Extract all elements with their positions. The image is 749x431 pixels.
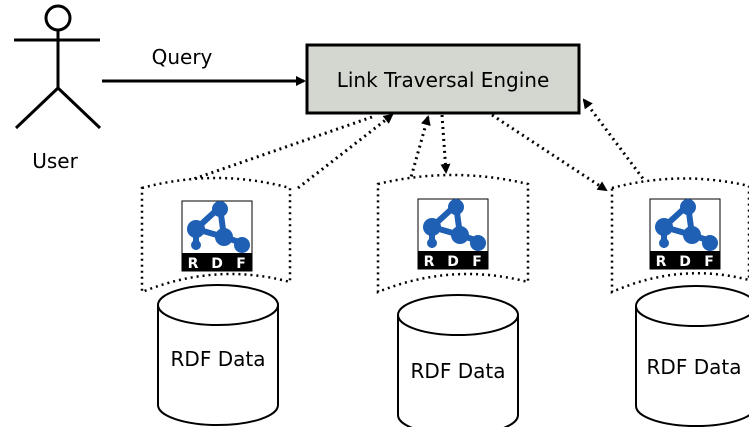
link-to-doc-1 bbox=[160, 115, 373, 193]
link-to-doc-2 bbox=[440, 114, 451, 174]
rdf-data-label-2: RDF Data bbox=[411, 359, 506, 383]
rdf-letter-r: R bbox=[656, 254, 667, 270]
rdf-source-3: R D F RDF Data bbox=[610, 177, 749, 427]
rdf-logo-icon: R D F bbox=[418, 199, 488, 270]
rdf-letter-r: R bbox=[188, 256, 199, 272]
rdf-logo-icon: R D F bbox=[182, 201, 252, 272]
rdf-source-1: R D F RDF Data bbox=[140, 176, 292, 426]
rdf-letter-r: R bbox=[424, 254, 435, 270]
rdf-letter-f: F bbox=[704, 254, 714, 270]
user-label: User bbox=[32, 149, 78, 173]
link-from-doc-3 bbox=[582, 98, 652, 189]
rdf-data-label-3: RDF Data bbox=[647, 355, 742, 379]
traversal-links bbox=[160, 98, 652, 193]
user-actor: User bbox=[14, 4, 102, 173]
rdf-letter-f: F bbox=[472, 254, 482, 270]
rdf-source-2: R D F RDF Data bbox=[376, 173, 530, 431]
rdf-letter-f: F bbox=[236, 256, 246, 272]
query-flow: Query bbox=[102, 45, 306, 86]
rdf-letter-d: D bbox=[679, 254, 691, 270]
engine-label: Link Traversal Engine bbox=[337, 68, 550, 92]
link-from-doc-2 bbox=[406, 115, 431, 189]
stick-figure-icon bbox=[14, 4, 102, 130]
engine-rect bbox=[305, 43, 581, 115]
query-label: Query bbox=[152, 45, 213, 69]
rdf-data-label-1: RDF Data bbox=[171, 347, 266, 371]
rdf-letter-d: D bbox=[447, 254, 459, 270]
link-to-doc-3 bbox=[491, 113, 608, 192]
rdf-logo-icon: R D F bbox=[650, 199, 720, 270]
link-from-doc-1 bbox=[297, 113, 394, 190]
engine-box: Link Traversal Engine bbox=[305, 43, 581, 115]
rdf-letter-d: D bbox=[211, 256, 223, 272]
